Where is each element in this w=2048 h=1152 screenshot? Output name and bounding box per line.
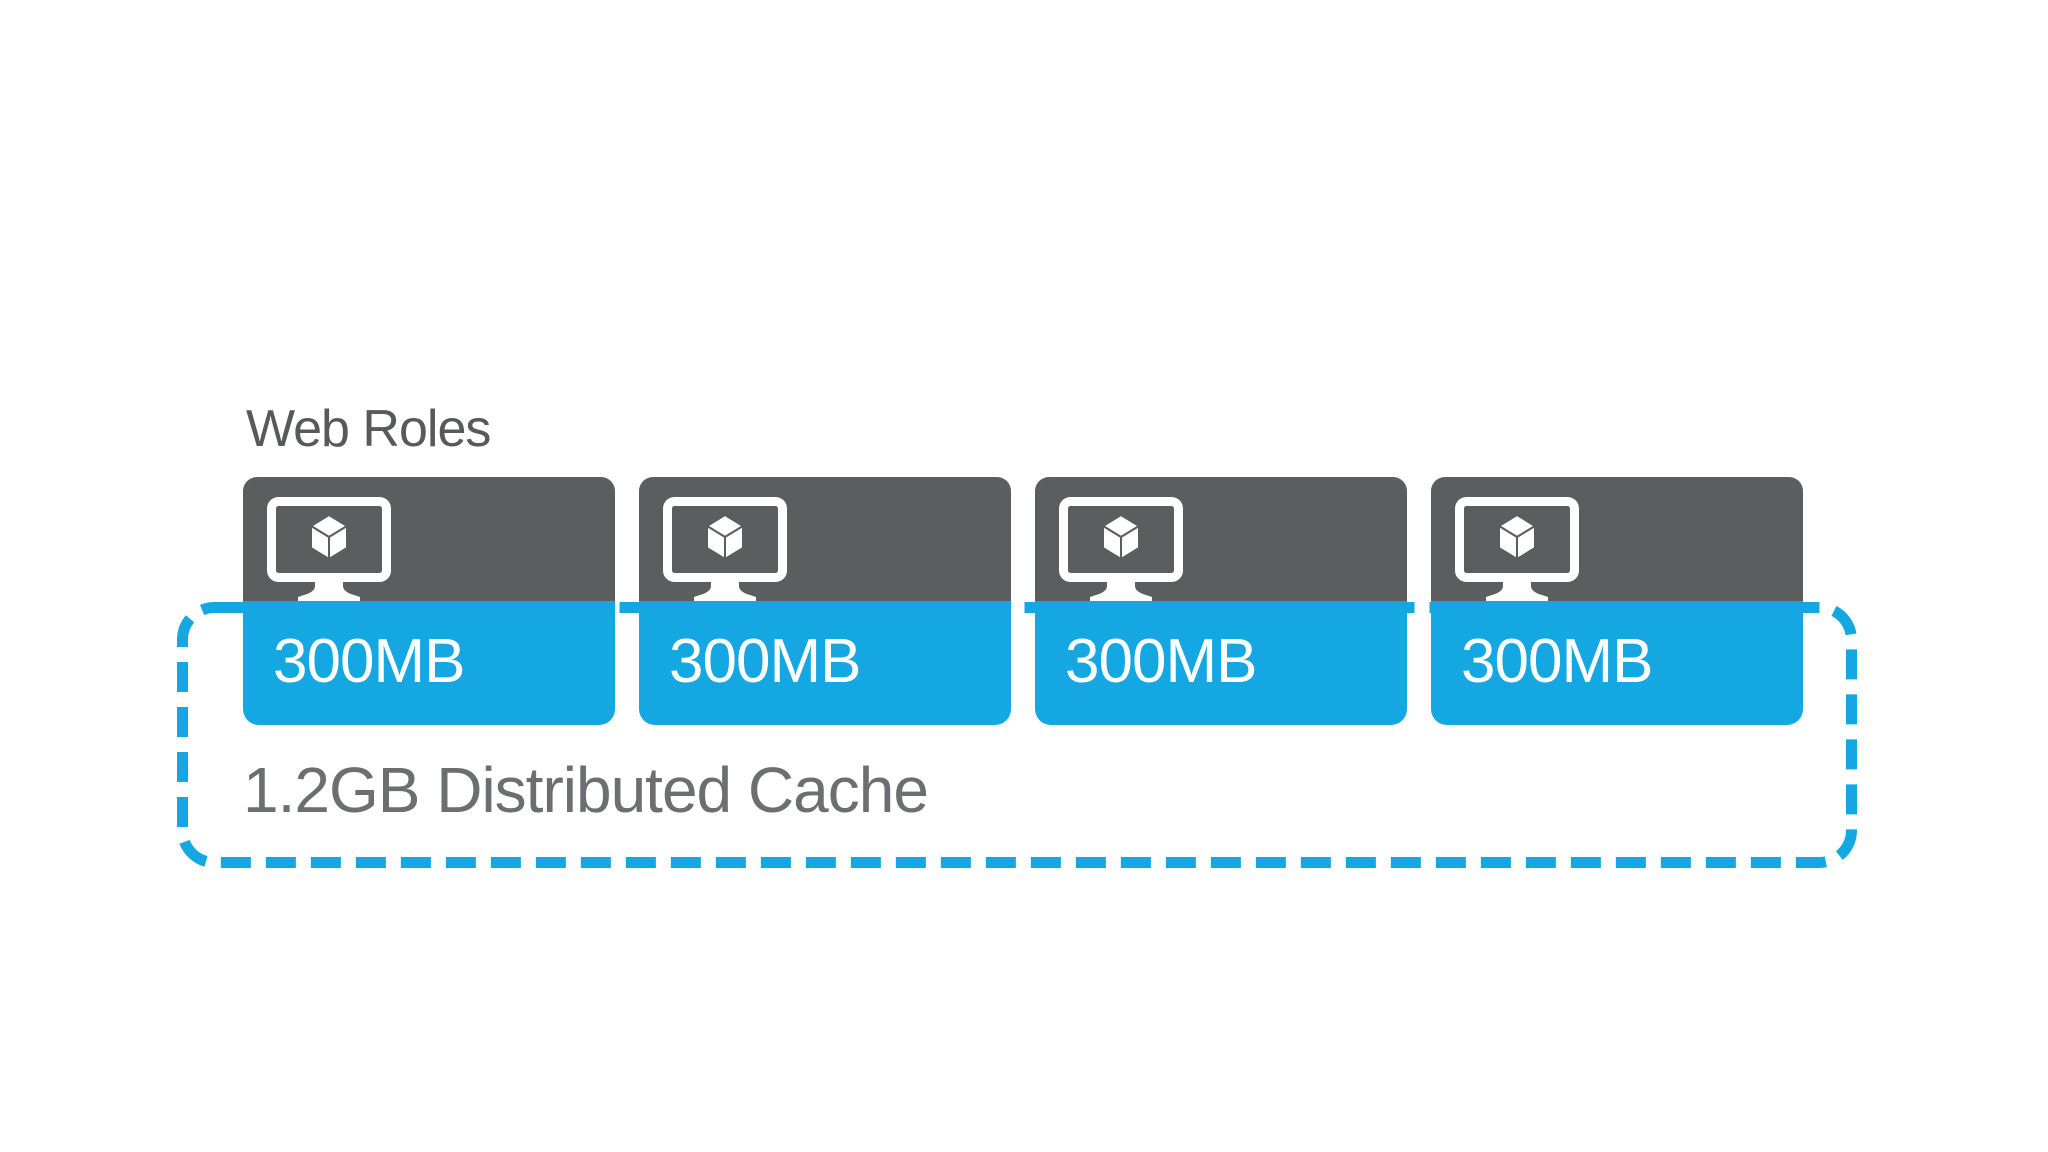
distributed-cache-dashed-border (177, 602, 1857, 868)
vm-monitor-cube-icon (1455, 497, 1579, 601)
cache-capacity-badge: 300MB (1431, 601, 1803, 725)
web-role-card: 300MB (243, 477, 615, 725)
web-role-server-box (1431, 477, 1803, 601)
cache-label: 1.2GB Distributed Cache (243, 754, 929, 826)
vm-monitor-cube-icon (267, 497, 391, 601)
capacity-label: 300MB (1065, 627, 1257, 696)
vm-monitor-cube-icon (663, 497, 787, 601)
cache-capacity-badge: 300MB (639, 601, 1011, 725)
web-role-card: 300MB (639, 477, 1011, 725)
web-role-server-box (1035, 477, 1407, 601)
capacity-label: 300MB (1461, 627, 1653, 696)
cache-capacity-badge: 300MB (243, 601, 615, 725)
web-role-server-box (243, 477, 615, 601)
dashed-border-rect (177, 602, 1857, 868)
capacity-label: 300MB (273, 627, 465, 696)
web-role-server-box (639, 477, 1011, 601)
vm-monitor-cube-icon (1059, 497, 1183, 601)
cache-capacity-badge: 300MB (1035, 601, 1407, 725)
capacity-label: 300MB (669, 627, 861, 696)
web-roles-title: Web Roles (246, 400, 491, 458)
web-role-card: 300MB (1431, 477, 1803, 725)
web-role-card: 300MB (1035, 477, 1407, 725)
